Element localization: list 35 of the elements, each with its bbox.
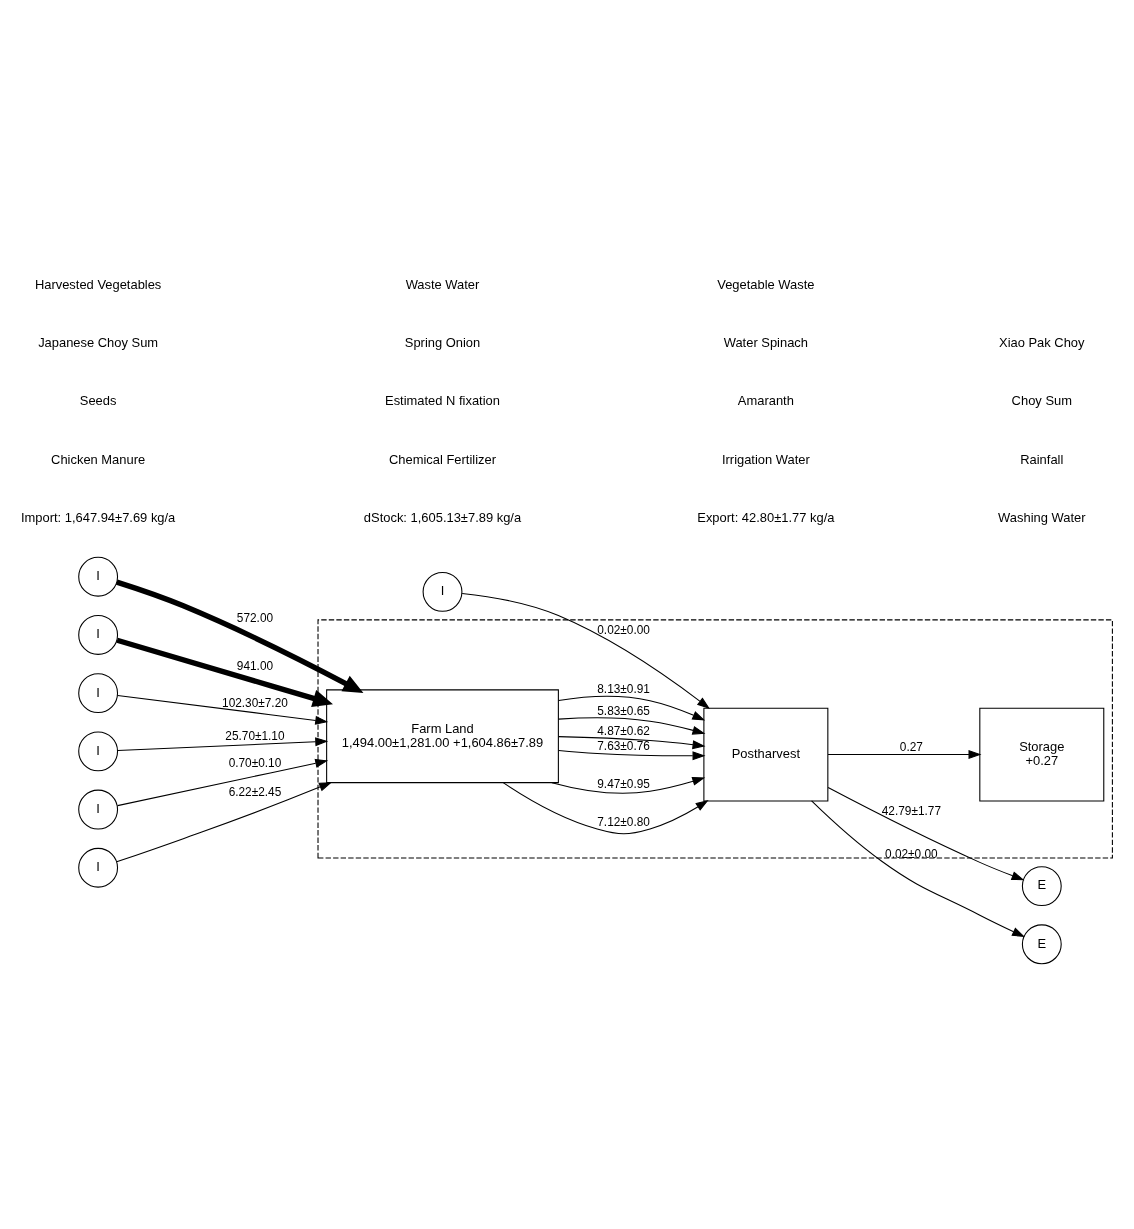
- label: Chemical Fertilizer: [389, 451, 496, 467]
- edge-label: 0.02±0.00: [885, 846, 938, 861]
- edge-label: 6.22±2.45: [228, 784, 282, 799]
- edge-label: 102.30±7.20: [222, 695, 288, 710]
- label: Estimated N fixation: [385, 392, 500, 408]
- label: Waste Water: [405, 276, 480, 292]
- edge-label: 0.27: [899, 739, 923, 754]
- edge-label: 0.70±0.10: [228, 755, 282, 770]
- label: Irrigation Water: [721, 451, 810, 467]
- label: Xiao Pak Choy: [999, 334, 1085, 350]
- edge-label: 7.63±0.76: [597, 738, 650, 753]
- label: Japanese Choy Sum: [38, 334, 159, 350]
- edge-label: 4.87±0.62: [597, 723, 650, 738]
- edge-label: 42.79±1.77: [881, 803, 941, 818]
- label: Choy Sum: [1011, 392, 1072, 408]
- edge-label: 5.83±0.65: [597, 702, 650, 717]
- edge-label: 25.70±1.10: [225, 728, 285, 743]
- edge-label: 0.02±0.00: [597, 622, 650, 637]
- label: Rainfall: [1020, 451, 1064, 467]
- edge-label: 572.00: [236, 610, 274, 625]
- edge-label: 8.13±0.91: [597, 681, 650, 696]
- label: Washing Water: [998, 509, 1086, 525]
- label: Seeds: [79, 392, 117, 408]
- label: Export: 42.80±1.77 kg/a: [697, 509, 835, 525]
- edge-label: 9.47±0.95: [597, 776, 650, 791]
- label: Vegetable Waste: [717, 276, 815, 292]
- label: Import: 1,647.94±7.69 kg/a: [20, 509, 176, 525]
- label: Spring Onion: [404, 334, 481, 350]
- label: Water Spinach: [723, 334, 809, 350]
- edge-label: 7.12±0.80: [597, 814, 650, 829]
- label: dStock: 1,605.13±7.89 kg/a: [363, 509, 522, 525]
- label: Harvested Vegetables: [34, 276, 162, 292]
- label: Chicken Manure: [51, 451, 146, 467]
- label: Amaranth: [737, 392, 794, 408]
- edge-label: 941.00: [236, 658, 274, 673]
